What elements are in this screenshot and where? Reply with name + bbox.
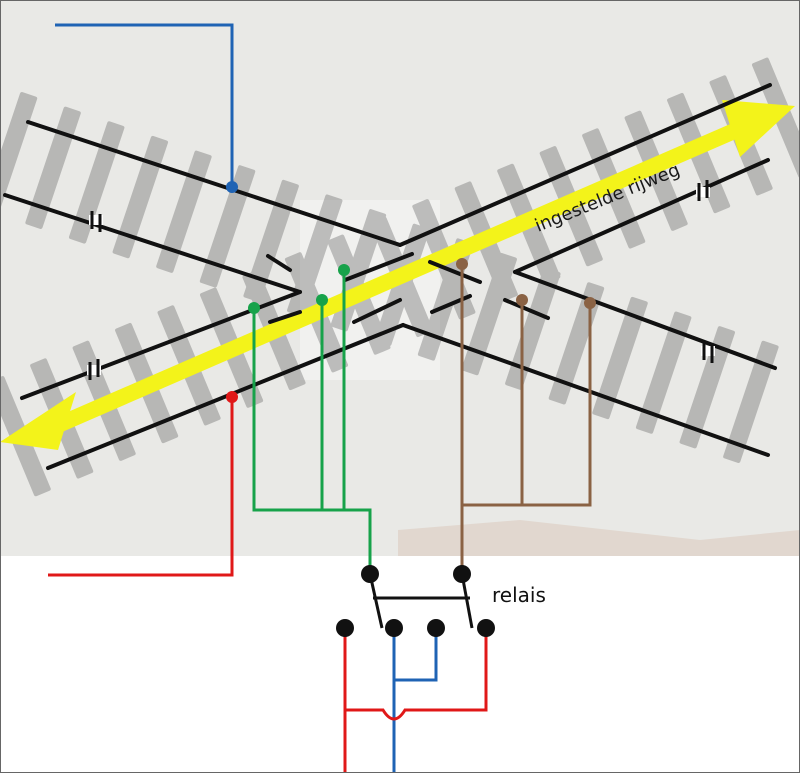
green-wire-solder-point-1 — [248, 302, 260, 314]
relay-terminal-common-left — [361, 565, 379, 583]
sleeper — [112, 135, 169, 259]
sleeper — [592, 296, 648, 420]
green-wire-solder-point-3 — [338, 264, 350, 276]
isolation-gap-upper-right — [696, 180, 710, 201]
relay-contact-arm-right — [460, 573, 474, 629]
green-wire-solder-point-2 — [316, 294, 328, 306]
red-wire — [48, 397, 488, 773]
rail-inner-bottom-right — [513, 270, 777, 370]
isolation-gap-lower-left — [87, 359, 101, 380]
sleeper — [68, 121, 125, 244]
route-arrow-head-right — [722, 100, 795, 157]
sleeper — [723, 340, 779, 463]
check-rail-left-bottom — [268, 310, 302, 324]
sleeper — [0, 92, 38, 215]
relay-terminal-2 — [385, 619, 403, 637]
rail-inner-top-right — [513, 158, 770, 274]
check-rail-right — [503, 298, 550, 320]
relay-terminal-common-right — [453, 565, 471, 583]
sleeper — [461, 252, 517, 376]
sleeper — [25, 106, 81, 229]
relay-terminal-3 — [427, 619, 445, 637]
sleeper — [505, 267, 561, 390]
brown-wire — [460, 264, 592, 574]
route-arrow-head-left — [0, 392, 76, 450]
sleeper — [287, 194, 343, 317]
frog-point-bottom — [352, 298, 402, 324]
relay-contact-arm-left — [368, 573, 384, 629]
sleeper — [243, 179, 299, 303]
rail-inner-top-left — [3, 193, 302, 294]
sleeper — [635, 311, 692, 434]
rail-outer-top-right — [398, 83, 772, 247]
isolation-gaps — [87, 180, 715, 380]
brown-wire-solder-point-3 — [584, 297, 596, 309]
relay-terminal-4 — [477, 619, 495, 637]
route-arrow — [0, 100, 795, 450]
track-sleepers — [0, 57, 800, 497]
relay — [336, 565, 495, 637]
rail-outer-bottom-right — [401, 323, 770, 457]
sleeper — [679, 326, 735, 449]
isolation-gap-upper-left — [89, 211, 103, 232]
frog-point-top — [343, 252, 414, 282]
blue-wire — [55, 23, 438, 773]
brown-wire-solder-point-1 — [456, 258, 468, 270]
sleeper — [156, 150, 212, 273]
sleeper — [199, 165, 256, 288]
blue-wire-solder-point — [226, 181, 238, 193]
relay-terminal-1 — [336, 619, 354, 637]
rail-outer-top-left — [26, 120, 402, 247]
photo-edge-shadow — [398, 520, 800, 556]
frog-point-right-top — [428, 260, 482, 284]
red-wire-solder-point — [226, 391, 238, 403]
frog-point-right-bottom — [430, 294, 472, 314]
relay-label: relais — [492, 583, 546, 607]
isolation-gap-lower-right — [701, 342, 715, 363]
green-wire — [252, 270, 372, 574]
check-rail-left-top — [266, 254, 292, 272]
brown-wire-solder-point-2 — [516, 294, 528, 306]
sleeper — [374, 223, 430, 346]
